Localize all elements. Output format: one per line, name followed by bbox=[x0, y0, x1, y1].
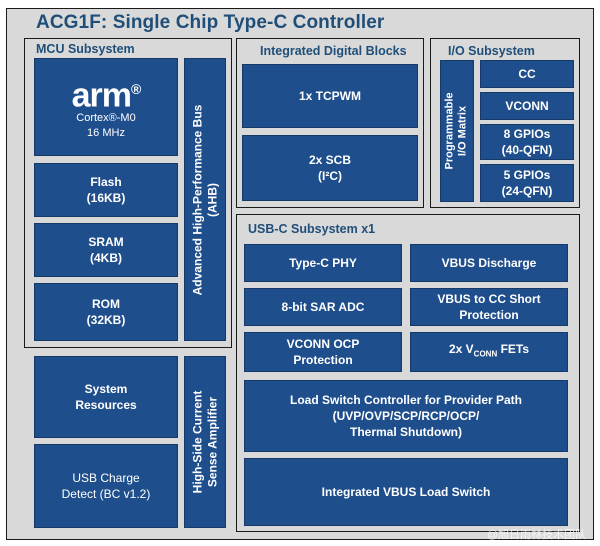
vbus-discharge-block: VBUS Discharge bbox=[410, 244, 568, 282]
vconn-fets-block: 2x VCONN FETs bbox=[410, 332, 568, 372]
io-vconn-block: VCONN bbox=[480, 92, 574, 120]
vbus-load-switch-block: Integrated VBUS Load Switch bbox=[244, 458, 568, 526]
sram-block: SRAM(4KB) bbox=[34, 223, 178, 277]
rom-block: ROM(32KB) bbox=[34, 283, 178, 341]
arm-logo: arm® bbox=[71, 76, 142, 115]
digital-blocks-label: Integrated Digital Blocks bbox=[260, 44, 407, 58]
watermark: @旭日雨林技术团队 bbox=[486, 529, 586, 541]
cpu-core: Cortex®-M0 bbox=[76, 112, 136, 125]
chip-title: ACG1F: Single Chip Type-C Controller bbox=[36, 12, 385, 33]
cpu-frequency: 16 MHz bbox=[87, 127, 125, 140]
mcu-subsystem-label: MCU Subsystem bbox=[36, 42, 135, 56]
tcpwm-block: 1x TCPWM bbox=[242, 64, 418, 128]
load-switch-controller-block: Load Switch Controller for Provider Path… bbox=[244, 380, 568, 452]
io-8-gpios-block: 8 GPIOs(40-QFN) bbox=[480, 124, 574, 160]
sar-adc-block: 8-bit SAR ADC bbox=[244, 288, 402, 326]
io-cc-block: CC bbox=[480, 60, 574, 88]
ahb-bus-block: Advanced High-Performance Bus(AHB) bbox=[184, 58, 226, 341]
type-c-phy-block: Type-C PHY bbox=[244, 244, 402, 282]
flash-block: Flash(16KB) bbox=[34, 163, 178, 217]
io-subsystem-label: I/O Subsystem bbox=[448, 44, 535, 58]
arm-cpu-block: arm® Cortex®-M0 16 MHz bbox=[34, 58, 178, 156]
io-5-gpios-block: 5 GPIOs(24-QFN) bbox=[480, 164, 574, 202]
usbc-subsystem-label: USB-C Subsystem x1 bbox=[248, 222, 376, 236]
scb-block: 2x SCB(I²C) bbox=[242, 135, 418, 201]
